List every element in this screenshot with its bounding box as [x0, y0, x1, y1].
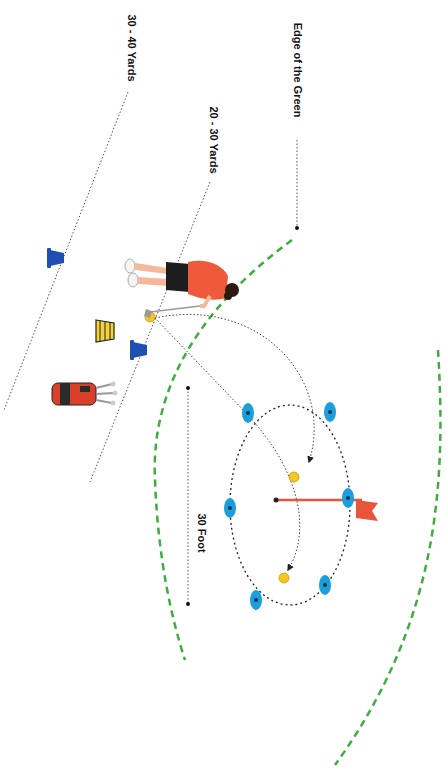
- marker-cone: [133, 342, 147, 358]
- distance-line: [4, 92, 128, 410]
- hole: [274, 498, 279, 503]
- marker-cone: [50, 250, 64, 266]
- ball-bucket: [96, 320, 114, 342]
- distance-label: 30 Foot: [195, 511, 208, 554]
- leader-line: [297, 140, 298, 226]
- disc-cone: [224, 498, 236, 518]
- golf-ball: [289, 472, 299, 482]
- leader-dot: [295, 226, 299, 230]
- ball-path: [155, 314, 314, 462]
- disc-cone: [324, 402, 336, 422]
- golf-ball: [279, 573, 289, 583]
- dimension-line: [188, 388, 189, 604]
- distance-line: [90, 182, 210, 482]
- distance-label: Edge of the Green: [291, 21, 304, 120]
- disc-cone: [242, 403, 254, 423]
- distance-label: 30 - 40 Yards: [125, 12, 138, 83]
- ball-path: [155, 318, 300, 570]
- flag: [356, 500, 378, 521]
- distance-label: 20 - 30 Yards: [207, 104, 220, 175]
- disc-cone: [342, 488, 354, 508]
- green-edge: [335, 350, 440, 765]
- dimension-dot: [186, 386, 190, 390]
- disc-cones: [224, 402, 354, 610]
- dimension-dot: [186, 602, 190, 606]
- disc-cone: [319, 575, 331, 595]
- golf-bag: [52, 382, 118, 406]
- disc-cone: [250, 590, 262, 610]
- target-circle: [230, 405, 350, 605]
- golfer-figure: [125, 259, 239, 318]
- green-edge: [155, 240, 292, 660]
